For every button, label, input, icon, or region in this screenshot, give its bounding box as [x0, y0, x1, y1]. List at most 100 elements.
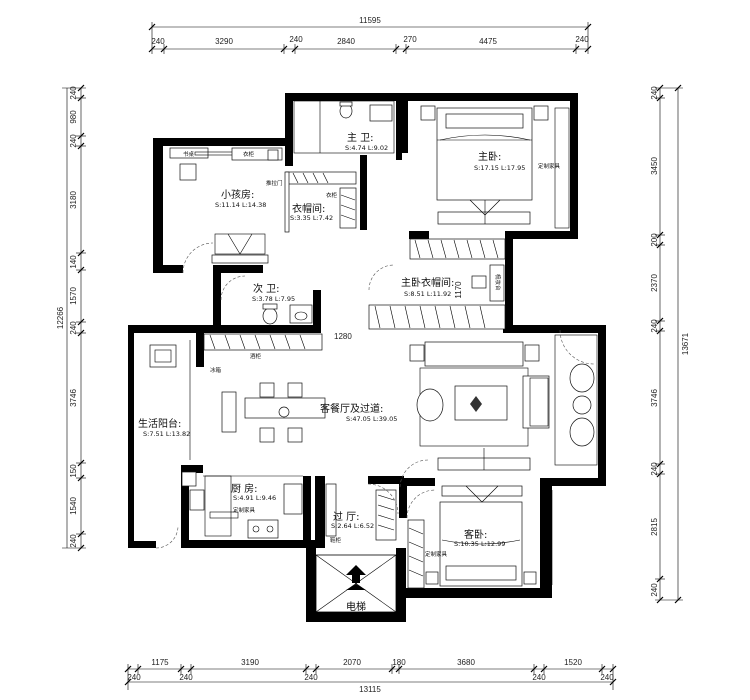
right-total-dimension: 13671 — [681, 332, 690, 355]
right-dim-4: 2370 — [650, 274, 659, 292]
wardrobe-note: 衣柜 — [243, 150, 255, 158]
left-dim-5: 140 — [69, 255, 78, 269]
right-dim-7: 240 — [650, 462, 659, 476]
fridge-note: 冰箱 — [210, 366, 222, 374]
wall-segment — [505, 231, 578, 239]
left-dimension-line: 240 980 240 3180 140 1570 240 3746 150 1… — [56, 84, 86, 552]
wall-segment — [181, 465, 189, 547]
wall-segment — [313, 290, 321, 333]
master-bed — [420, 105, 570, 229]
bottom-dimension-line: 240 1175 240 3190 240 2070 180 3680 240 … — [124, 658, 617, 694]
top-dim-1: 240 — [151, 37, 165, 46]
guest-room-area: S:10.35 L:12.99 — [454, 540, 505, 548]
kitchen-fixtures — [203, 475, 303, 539]
left-dim-9: 150 — [69, 464, 78, 478]
wall-segment — [128, 541, 156, 548]
right-dim-1: 240 — [650, 86, 659, 100]
top-dim-7: 240 — [575, 35, 589, 44]
master-bath-area: S:4.74 L:9.02 — [345, 144, 388, 152]
wardrobe-note-2: 衣柜 — [326, 191, 338, 199]
opening-1170-dimension: 1170 — [454, 281, 463, 299]
master-cloakroom-area: S:8.51 L:11.92 — [404, 290, 451, 298]
wall-segment — [360, 155, 367, 230]
left-dim-7: 240 — [69, 321, 78, 335]
balcony-fixtures — [149, 340, 205, 549]
room-labels: 主 卫: S:4.74 L:9.02 主卧: S:17.15 L:17.95 小… — [138, 132, 525, 613]
right-dim-9: 240 — [650, 583, 659, 597]
left-dim-10: 1540 — [69, 497, 78, 515]
bottom-dim-8: 3680 — [457, 658, 475, 667]
balcony-area: S:7.51 L:13.82 — [143, 430, 190, 438]
left-dim-8: 3746 — [69, 389, 78, 407]
second-bath-fixtures — [220, 275, 313, 325]
wall-segment — [503, 325, 605, 333]
wall-segment — [540, 478, 606, 486]
master-cloakroom-label: 主卧衣帽间: — [401, 276, 454, 289]
wall-segment — [189, 465, 203, 473]
up-arrow-icon — [346, 565, 366, 583]
wall-segment — [505, 253, 513, 333]
bottom-total-dimension: 13115 — [359, 685, 381, 694]
guest-room-furniture — [406, 485, 537, 589]
right-dim-3: 200 — [650, 233, 659, 247]
hall-label: 过 厅: — [333, 510, 360, 523]
bottom-dim-9: 240 — [532, 673, 546, 682]
wall-segment — [213, 273, 221, 333]
top-dim-5: 270 — [403, 35, 417, 44]
wall-segment — [303, 476, 311, 548]
wall-segment — [285, 138, 293, 166]
second-bath-label: 次 卫: — [253, 282, 280, 295]
bottom-dim-11: 240 — [600, 673, 614, 682]
top-dim-3: 240 — [289, 35, 303, 44]
wall-segment — [598, 325, 606, 485]
right-dim-2: 3450 — [650, 157, 659, 175]
bottom-dim-4: 3190 — [241, 658, 259, 667]
wall-segment — [399, 478, 407, 518]
top-dimension-line: 11595 240 3290 240 2840 270 4475 240 — [148, 16, 592, 54]
left-dim-6: 1570 — [69, 287, 78, 305]
top-dim-4: 2840 — [337, 37, 355, 46]
wall-segment — [196, 325, 321, 333]
wall-segment — [505, 231, 513, 253]
kitchen-label: 厨 房: — [231, 482, 258, 495]
kitchen-custom-furniture-note: 定制家具 — [233, 506, 256, 514]
annotations: 书桌 衣柜 推拉门 衣柜 定制家具 冰箱 酒柜 梳妆台 鞋柜 定制家具 定制家具… — [183, 150, 561, 558]
left-dim-4: 3180 — [69, 191, 78, 209]
wall-segment — [153, 138, 163, 273]
wall-segment — [181, 540, 315, 548]
wall-segment — [396, 100, 402, 160]
cloakroom-furniture — [284, 171, 357, 233]
down-arrow-icon — [346, 584, 366, 590]
top-dim-2: 3290 — [215, 37, 233, 46]
bottom-dim-3: 240 — [179, 673, 193, 682]
child-room-area: S:11.14 L:14.38 — [215, 201, 266, 209]
master-custom-furniture-note: 定制家具 — [538, 162, 561, 170]
elevator-label: 电梯 — [346, 600, 366, 613]
wall-segment — [128, 325, 134, 547]
wall-segment — [400, 93, 408, 153]
master-bedroom-area: S:17.15 L:17.95 — [474, 164, 525, 172]
cloakroom-label: 衣帽间: — [292, 202, 325, 215]
bottom-dim-7: 180 — [392, 658, 406, 667]
top-dim-6: 4475 — [479, 37, 497, 46]
wall-segment — [128, 325, 196, 333]
hall-fixtures — [325, 483, 399, 541]
elevator-shaft — [315, 554, 397, 613]
guest-room-label: 客卧: — [464, 528, 487, 541]
wall-segment — [400, 93, 578, 101]
living-room-furniture — [203, 329, 598, 489]
vanity-note: 梳妆台 — [494, 274, 502, 291]
wall-segment — [306, 548, 316, 618]
second-bath-area: S:3.78 L:7.95 — [252, 295, 295, 303]
right-dim-8: 2815 — [650, 518, 659, 536]
hall-area: S:2.64 L:6.52 — [331, 522, 374, 530]
master-cloakroom-furniture — [368, 238, 506, 330]
wall-segment — [196, 325, 204, 367]
wall-segment — [406, 588, 552, 598]
wall-segment — [570, 93, 578, 239]
wall-segment — [306, 612, 406, 622]
right-dimension-line: 240 3450 200 2370 240 3746 240 2815 240 … — [650, 84, 690, 604]
opening-1280-dimension: 1280 — [334, 332, 352, 341]
right-dim-5: 240 — [650, 319, 659, 333]
